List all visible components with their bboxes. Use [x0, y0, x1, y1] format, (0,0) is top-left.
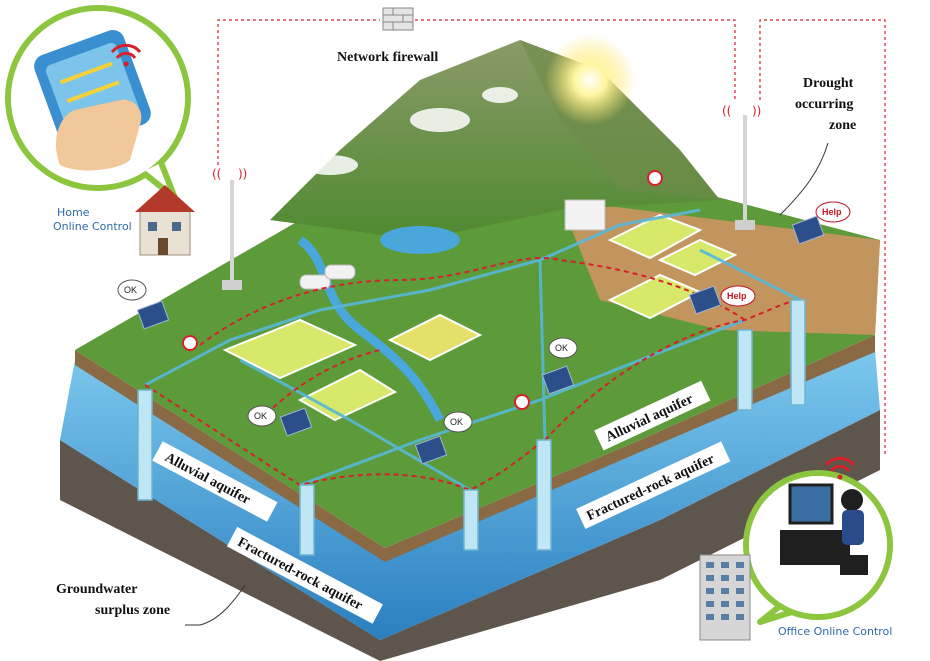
drought-label-line2: occurring: [795, 97, 853, 112]
house-icon: [135, 185, 195, 256]
wifi-icon: [110, 43, 142, 67]
status-bubbles: OK OK OK OK Help Help: [117, 201, 851, 433]
surplus-leader-line: [185, 584, 246, 626]
solar-pump-stations: [136, 215, 825, 465]
wells: [137, 299, 806, 556]
svg-text:Help: Help: [822, 207, 842, 217]
office-building-icon: [699, 554, 751, 641]
office-label: Office Online Control: [778, 625, 892, 638]
sun: [545, 35, 635, 125]
greenhouses: [299, 199, 606, 290]
antenna-tower-icon: (( )): [722, 104, 761, 230]
surplus-label-line2: surplus zone: [95, 603, 170, 618]
network-firewall-label: Network firewall: [337, 50, 438, 65]
drought-leader-line: [779, 142, 829, 216]
wifi-icon: [824, 456, 856, 480]
svg-text:Help: Help: [727, 291, 747, 301]
gauges: [182, 170, 663, 410]
svg-text:)): )): [752, 104, 761, 118]
aquifer-water-layer: [60, 350, 880, 640]
ok-bubble: OK: [247, 405, 277, 427]
rock-layer: [60, 410, 880, 661]
ok-bubble: OK: [548, 337, 578, 359]
clouds: [302, 87, 518, 175]
hand-icon: [55, 99, 142, 171]
svg-text:((: ((: [212, 167, 221, 181]
home-label-line2: Online Control: [53, 220, 132, 233]
help-bubble: Help: [720, 285, 756, 307]
ok-bubble: OK: [117, 279, 147, 301]
svg-text:((: ((: [722, 104, 731, 118]
help-bubble: Help: [815, 201, 851, 223]
svg-text:OK: OK: [124, 285, 137, 295]
ok-bubble: OK: [443, 411, 473, 433]
river: [297, 236, 445, 423]
home-label-line1: Home: [57, 206, 90, 219]
svg-text:OK: OK: [254, 411, 267, 421]
drought-label-line3: zone: [829, 118, 856, 133]
computer-desk-icon: [780, 483, 868, 575]
network-links-ground: [144, 256, 801, 492]
surplus-label-line1: Groundwater: [56, 582, 137, 597]
home-control-bubble: [5, 5, 191, 201]
farm-fields: [222, 213, 738, 422]
svg-text:OK: OK: [555, 343, 568, 353]
drought-label-line1: Drought: [803, 76, 854, 91]
firewall-icon: [382, 7, 414, 31]
office-control-bubble: [743, 456, 893, 625]
network-cabling: [217, 19, 886, 455]
svg-text:OK: OK: [450, 417, 463, 427]
pipe-network: [144, 208, 801, 492]
svg-text:)): )): [238, 167, 247, 181]
lake: [380, 226, 460, 254]
antenna-tower-icon: (( )): [212, 167, 247, 290]
